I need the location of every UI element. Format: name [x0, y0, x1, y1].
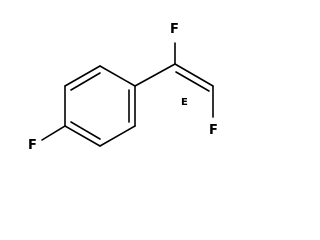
fluorine-atom-beta: F	[209, 123, 218, 138]
ring-bond-top-right	[99, 65, 136, 87]
ring-to-vinyl-bond	[134, 63, 176, 87]
ring-to-fluorine-bond	[41, 125, 66, 141]
ring-bond-bottom-left	[64, 125, 101, 147]
vinyl-double-bond-inner	[175, 71, 210, 92]
stereo-descriptor-label: E	[181, 97, 188, 108]
ring-inner-double-bond-bottom	[70, 121, 101, 140]
fluorine-atom-alpha: F	[170, 22, 179, 37]
substituent-bonds	[41, 42, 214, 141]
fluorine-atom-ring: F	[28, 138, 37, 153]
ring-bond-top-left	[64, 65, 101, 87]
ring-inner-double-bond-top	[70, 72, 101, 91]
chemical-structure: F F F E	[28, 22, 218, 153]
vinyl-double-bond-outer	[174, 63, 214, 87]
ring-bond-bottom-right	[99, 125, 136, 147]
benzene-ring	[64, 65, 136, 147]
